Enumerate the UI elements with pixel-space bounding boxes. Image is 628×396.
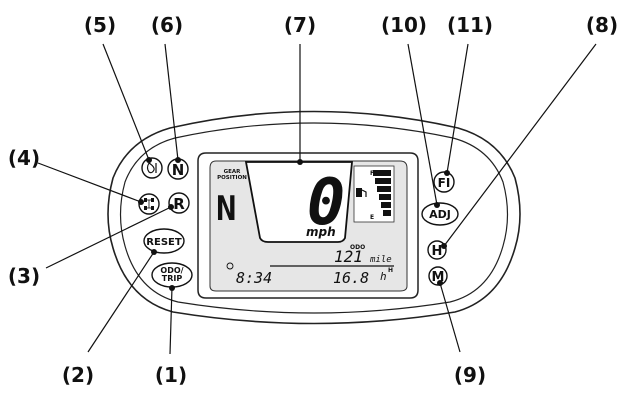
callout-5: (5) bbox=[84, 13, 116, 37]
gear-position-label-line1: GEAR bbox=[224, 169, 242, 175]
odo-value: 121 bbox=[334, 247, 363, 266]
leader-line-3 bbox=[45, 206, 172, 269]
odo-unit: mile bbox=[369, 255, 392, 265]
callout-10: (10) bbox=[381, 13, 427, 37]
leader-line-10 bbox=[407, 43, 438, 206]
callout-11: (11) bbox=[447, 13, 493, 37]
leader-line-11 bbox=[446, 43, 469, 174]
fuel-pump-icon bbox=[356, 188, 367, 197]
speed-value: 0 bbox=[307, 166, 346, 240]
leader-lines bbox=[37, 43, 597, 355]
panel-housing-inner bbox=[119, 122, 509, 314]
oil-pressure-indicator bbox=[141, 157, 163, 179]
speed-unit: mph bbox=[306, 225, 336, 239]
svg-text:H: H bbox=[432, 244, 443, 259]
svg-text:ODO/: ODO/ bbox=[160, 266, 183, 275]
neutral-indicator: N bbox=[167, 158, 189, 180]
fuel-empty-label: E bbox=[370, 214, 374, 221]
leader-line-6 bbox=[164, 43, 179, 161]
callout-6: (6) bbox=[151, 13, 183, 37]
callout-4: (4) bbox=[8, 146, 40, 170]
lcd-bezel bbox=[197, 152, 419, 299]
svg-text:ADJ: ADJ bbox=[429, 208, 451, 221]
leader-line-5 bbox=[102, 43, 150, 161]
fuel-full-label: F bbox=[370, 170, 374, 177]
callout-7: (7) bbox=[284, 13, 316, 37]
reverse-indicator: R bbox=[168, 192, 190, 214]
gear-position-label-line2: POSITION bbox=[217, 175, 247, 181]
fuel-bar-segment bbox=[379, 194, 391, 200]
oil-drop-icon bbox=[146, 162, 157, 174]
reset-button[interactable]: RESET bbox=[143, 228, 185, 254]
callout-2: (2) bbox=[62, 363, 94, 387]
hour-meter-mark: H bbox=[388, 267, 393, 274]
leader-endpoints bbox=[138, 157, 450, 291]
4wd-icon bbox=[144, 198, 154, 210]
panel-housing-outer bbox=[107, 110, 521, 325]
gear-position-value: N bbox=[216, 189, 236, 229]
leader-line-2 bbox=[87, 251, 155, 353]
speed-window bbox=[244, 161, 353, 243]
fuel-bar-segment bbox=[377, 186, 391, 192]
svg-text:RESET: RESET bbox=[146, 237, 182, 248]
adj-button[interactable]: ADJ bbox=[421, 202, 459, 226]
svg-text:FI: FI bbox=[438, 176, 451, 190]
callout-1: (1) bbox=[155, 363, 187, 387]
svg-text:N: N bbox=[172, 161, 185, 179]
leader-line-4 bbox=[37, 162, 142, 203]
fuel-bar-segment bbox=[375, 178, 391, 184]
svg-text:R: R bbox=[173, 195, 185, 213]
fuel-bar-segment bbox=[381, 202, 391, 208]
leader-line-9 bbox=[439, 282, 461, 353]
callout-8: (8) bbox=[586, 13, 618, 37]
odo-label: ODO bbox=[350, 244, 365, 251]
leader-line-1 bbox=[169, 286, 173, 355]
fuel-bar-segment bbox=[373, 170, 391, 176]
hour-meter-unit: h bbox=[380, 270, 387, 283]
svg-text:TRIP: TRIP bbox=[162, 274, 183, 283]
fuel-gauge-bars bbox=[373, 170, 391, 216]
odo-trip-button[interactable]: ODO/ TRIP bbox=[151, 262, 193, 288]
fuel-bar-segment bbox=[383, 210, 391, 216]
leader-line-8 bbox=[443, 43, 597, 247]
callout-9: (9) bbox=[454, 363, 486, 387]
hour-meter-value: 16.8 bbox=[333, 269, 369, 287]
clock-value: 8:34 bbox=[236, 269, 272, 287]
fi-indicator: FI bbox=[433, 171, 455, 193]
clock-icon bbox=[226, 262, 234, 270]
callout-3: (3) bbox=[8, 264, 40, 288]
